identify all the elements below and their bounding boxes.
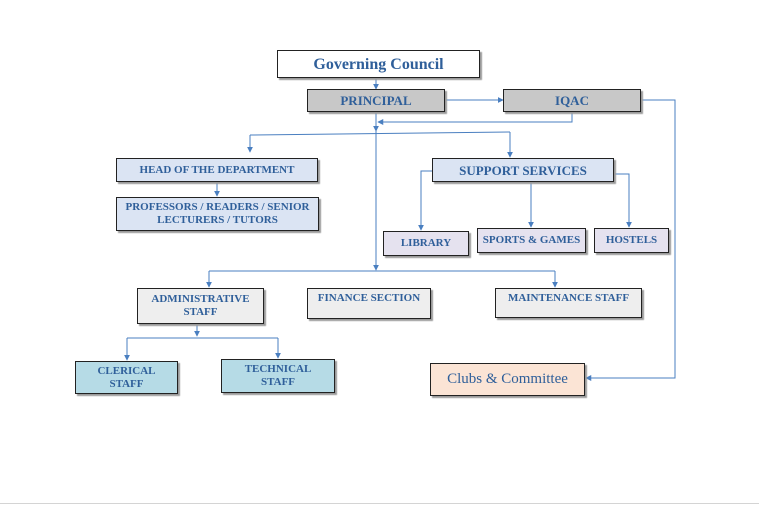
node-principal: PRINCIPAL xyxy=(307,89,445,112)
clerical-label-line-1: CLERICAL xyxy=(97,364,156,377)
node-iqac: IQAC xyxy=(503,89,641,112)
node-head-of-department: HEAD OF THE DEPARTMENT xyxy=(116,158,318,182)
clerical-label-line-2: STAFF xyxy=(109,377,144,390)
node-finance-section: FINANCE SECTION xyxy=(307,288,431,319)
admin-label-line-1: ADMINISTRATIVE xyxy=(151,293,250,305)
edge-support-library xyxy=(418,170,432,231)
node-library: LIBRARY xyxy=(383,231,469,256)
governing-council-label: Governing Council xyxy=(313,55,444,73)
node-clubs-committee: Clubs & Committee xyxy=(430,363,585,396)
admin-label-line-2: STAFF xyxy=(183,306,218,318)
clubs-committee-label: Clubs & Committee xyxy=(447,371,568,387)
node-clerical-staff: CLERICAL STAFF xyxy=(75,361,178,394)
node-maintenance-staff: MAINTENANCE STAFF xyxy=(495,288,642,318)
node-technical-staff: TECHNICAL STAFF xyxy=(221,359,335,393)
edge-support-hostels xyxy=(614,173,632,228)
edge-iqac-return xyxy=(377,112,573,125)
node-governing-council: Governing Council xyxy=(277,50,480,78)
finance-section-label: FINANCE SECTION xyxy=(317,292,421,304)
sports-games-label: SPORTS & GAMES xyxy=(482,234,581,246)
node-hostels: HOSTELS xyxy=(594,228,669,253)
hostels-label: HOSTELS xyxy=(605,234,658,246)
node-support-services: SUPPORT SERVICES xyxy=(432,158,614,182)
node-sports-games: SPORTS & GAMES xyxy=(477,228,586,253)
maintenance-staff-label: MAINTENANCE STAFF xyxy=(507,292,630,304)
principal-label: PRINCIPAL xyxy=(340,93,412,108)
hod-label: HEAD OF THE DEPARTMENT xyxy=(139,163,295,176)
support-services-label: SUPPORT SERVICES xyxy=(459,162,587,178)
library-label: LIBRARY xyxy=(400,237,452,249)
professors-label-line-1: PROFESSORS / READERS / SENIOR xyxy=(125,201,310,213)
edge-branch-top xyxy=(249,131,511,136)
node-professors: PROFESSORS / READERS / SENIOR LECTURERS … xyxy=(116,197,319,231)
edge-iqac-clubs xyxy=(585,99,676,381)
page-bottom-divider xyxy=(0,503,759,504)
technical-label-line-1: TECHNICAL xyxy=(244,363,312,375)
node-administrative-staff: ADMINISTRATIVE STAFF xyxy=(137,288,264,324)
iqac-label: IQAC xyxy=(555,93,589,108)
technical-label-line-2: STAFF xyxy=(260,376,296,388)
professors-label-line-2: LECTURERS / TUTORS xyxy=(157,214,278,226)
